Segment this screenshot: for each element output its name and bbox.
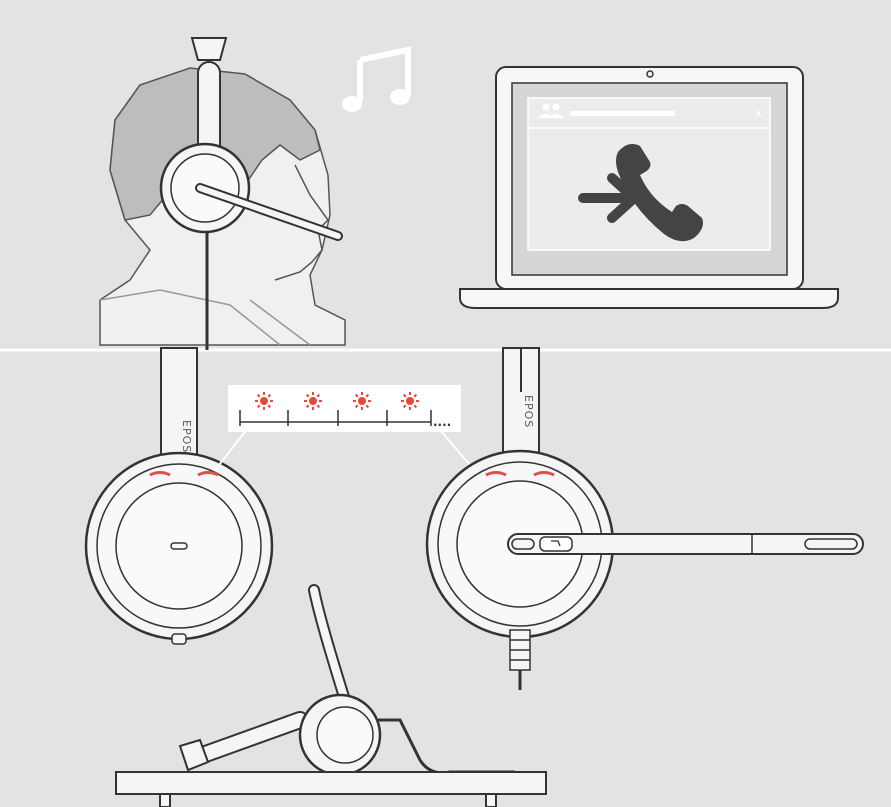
brand-label-left: EPOS xyxy=(180,420,193,453)
led-blink-indicator: .... xyxy=(228,385,461,432)
incoming-call-dialog: x xyxy=(528,98,770,250)
led-blink-icon xyxy=(401,392,419,410)
headband-lying xyxy=(200,720,300,756)
laptop: x xyxy=(460,67,838,308)
led-blink-icon xyxy=(353,392,371,410)
music-note-icon xyxy=(342,50,410,112)
indicator-box xyxy=(228,385,461,432)
user-head-illustration xyxy=(100,38,345,350)
table xyxy=(116,772,546,807)
call-button xyxy=(540,537,572,551)
dialog-close-icon: x xyxy=(755,106,762,120)
led-blink-icon xyxy=(255,392,273,410)
cable-lying xyxy=(378,720,515,773)
headband-top xyxy=(192,38,226,60)
led-blink-icon xyxy=(304,392,322,410)
timeline-ellipsis: .... xyxy=(433,415,451,429)
boom-mic-upright xyxy=(314,590,345,700)
dialog-title-bar xyxy=(570,111,675,116)
headset-right-earcup: EPOS xyxy=(427,348,863,690)
laptop-base xyxy=(460,289,838,308)
earcup-left-inner xyxy=(116,483,242,609)
brand-label-right: EPOS xyxy=(522,395,535,428)
callout-line-left xyxy=(215,428,248,470)
table-top xyxy=(116,772,546,794)
